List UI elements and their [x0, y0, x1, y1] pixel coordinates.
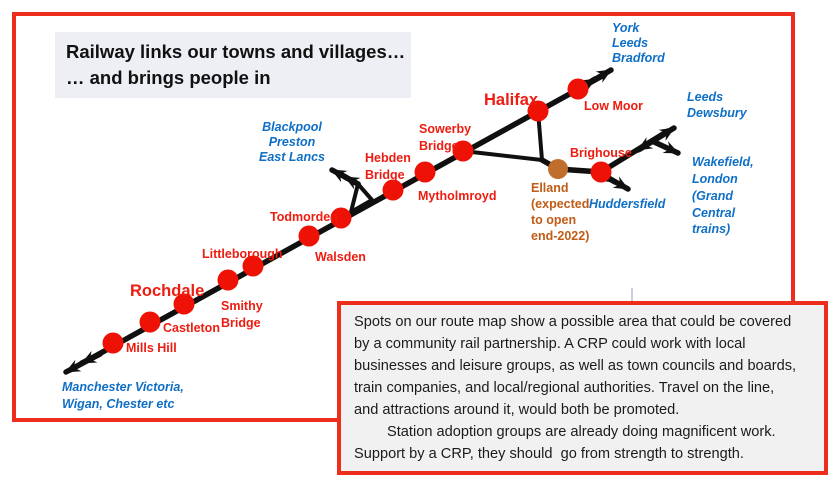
station-dot-rochdale: [173, 293, 195, 315]
destination-label-blackpool-3: East Lancs: [259, 150, 325, 164]
title-box: Railway links our towns and villages… … …: [55, 32, 411, 98]
station-label-sowerby-bridge-1: Sowerby: [419, 122, 471, 136]
future-station-label-elland-3: to open: [531, 213, 576, 227]
station-dot-brighouse: [590, 161, 612, 183]
crp-note-box: Spots on our route map show a possible a…: [337, 301, 828, 475]
station-label-smithy-bridge-1: Smithy: [221, 299, 263, 313]
destination-label-blackpool-2: Preston: [269, 135, 316, 149]
destination-label-wakefield-3: (Grand: [692, 189, 733, 203]
station-label-todmorden: Todmorden: [270, 210, 338, 224]
destination-label-leeds: Leeds: [612, 36, 648, 50]
station-dot-mills-hill: [102, 332, 124, 354]
title-line-2: … and brings people in: [66, 67, 271, 88]
destination-label-manchester-1: Manchester Victoria,: [62, 380, 184, 394]
destination-label-wakefield-4: Central: [692, 206, 736, 220]
station-dot-sowerby-bridge: [452, 140, 474, 162]
destination-label-wakefield-1: Wakefield,: [692, 155, 754, 169]
station-label-littleborough: Littleborough: [202, 247, 283, 261]
blackpool-arrow-chevron: [342, 174, 361, 190]
destination-label-leeds-dewsbury-2: Dewsbury: [687, 106, 748, 120]
station-label-mytholmroyd: Mytholmroyd: [418, 189, 496, 203]
future-station-label-elland-2: (expected: [531, 197, 589, 211]
note-line-6: Station adoption groups are already doin…: [387, 424, 776, 440]
station-dot-hebden-bridge: [382, 179, 404, 201]
station-dot-castleton: [139, 311, 161, 333]
station-label-hebden-bridge-1: Hebden: [365, 151, 411, 165]
note-line-1: Spots on our route map show a possible a…: [354, 314, 792, 330]
destination-label-manchester-2: Wigan, Chester etc: [62, 397, 174, 411]
manchester-arrow-chevron: [79, 350, 103, 366]
future-station-label-elland-4: end-2022): [531, 229, 589, 243]
title-line-1: Railway links our towns and villages…: [66, 41, 406, 62]
station-dot-smithy-bridge: [217, 269, 239, 291]
destination-label-york: York: [612, 21, 640, 35]
destination-label-wakefield-5: trains): [692, 222, 730, 236]
destination-label-wakefield-2: London: [692, 172, 738, 186]
station-dot-walsden: [298, 225, 320, 247]
station-label-smithy-bridge-2: Bridge: [221, 316, 261, 330]
station-label-walsden: Walsden: [315, 250, 366, 264]
todmorden-triangle-junction: [349, 182, 374, 214]
station-label-low-moor: Low Moor: [584, 99, 643, 113]
station-dot-mytholmroyd: [414, 161, 436, 183]
note-line-7: Support by a CRP, they should go from st…: [354, 446, 744, 462]
note-line-5: and attractions around it, would both be…: [354, 402, 680, 418]
destination-label-leeds-dewsbury-1: Leeds: [687, 90, 723, 104]
station-label-castleton: Castleton: [163, 321, 220, 335]
note-line-2: by a community rail partnership. A CRP c…: [354, 336, 746, 352]
destination-label-huddersfield: Huddersfield: [589, 197, 666, 211]
station-dot-todmorden: [330, 207, 352, 229]
station-dot-elland-future: [548, 159, 568, 179]
station-label-hebden-bridge-2: Bridge: [365, 168, 405, 182]
wakefield-arrow: [649, 138, 681, 156]
station-label-sowerby-bridge-2: Bridge: [419, 139, 459, 153]
station-label-halifax: Halifax: [484, 91, 539, 109]
destination-label-blackpool-1: Blackpool: [262, 120, 322, 134]
station-dot-littleborough: [242, 255, 264, 277]
future-station-label-elland-1: Elland: [531, 181, 569, 195]
station-label-mills-hill: Mills Hill: [126, 341, 177, 355]
destination-label-bradford: Bradford: [612, 51, 665, 65]
station-label-brighouse: Brighouse: [570, 146, 632, 160]
note-line-3: businesses and leisure groups, as well a…: [354, 358, 797, 374]
note-line-4: train companies, and local/regional auth…: [354, 380, 775, 396]
station-label-rochdale: Rochdale: [130, 282, 204, 300]
station-dot-low-moor: [567, 78, 589, 100]
station-dot-halifax: [527, 100, 549, 122]
